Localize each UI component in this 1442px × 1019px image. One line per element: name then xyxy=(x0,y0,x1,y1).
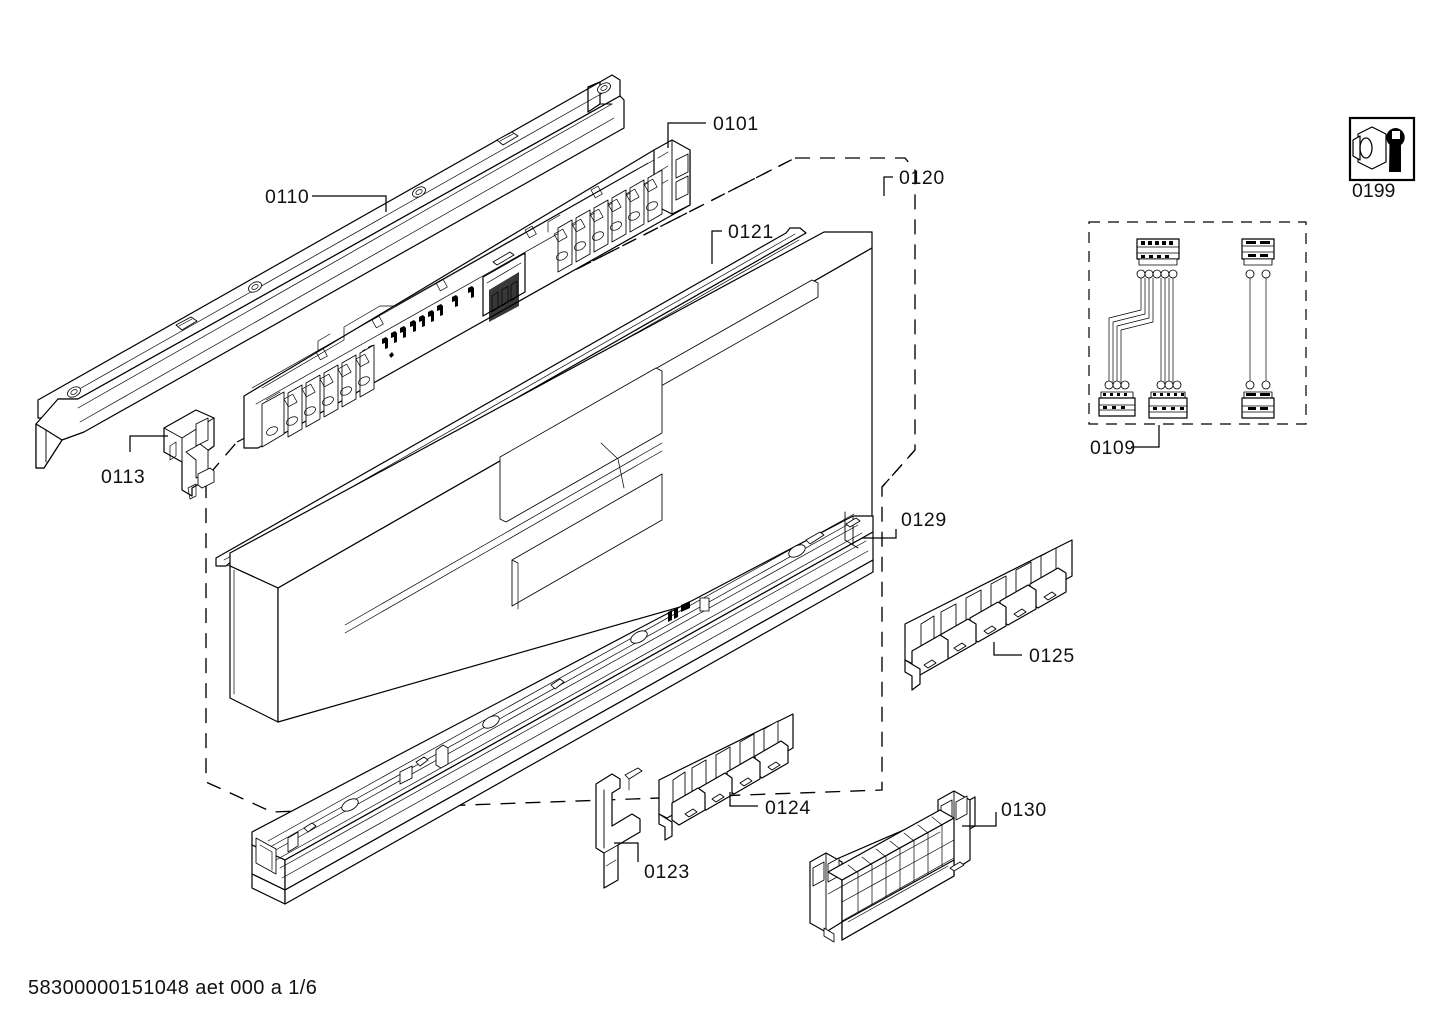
drawing-footer-text: 58300000151048 aet 000 a 1/6 xyxy=(28,977,318,999)
part-door-outer-panel xyxy=(229,231,873,723)
callout-label-0129: 0129 xyxy=(901,509,947,531)
keycap-group-left xyxy=(261,344,375,448)
service-icon-caption: 0199 xyxy=(1352,180,1396,202)
part-0110-fascia-strip xyxy=(35,74,625,469)
callout-label-0124: 0124 xyxy=(765,797,811,819)
callout-label-0101: 0101 xyxy=(713,113,759,135)
harness-right xyxy=(1241,238,1275,419)
callout-label-0109: 0109 xyxy=(1090,437,1136,459)
part-0129-base-rail xyxy=(251,511,874,905)
part-0123-support-clip xyxy=(595,767,643,889)
part-0130-cutlery-grid xyxy=(809,790,976,943)
callout-label-0121: 0121 xyxy=(728,221,774,243)
icon-0199-service-tool xyxy=(1348,116,1416,182)
seven-segment-display xyxy=(482,251,526,322)
callout-label-0120: 0120 xyxy=(899,167,945,189)
callout-label-0130: 0130 xyxy=(1001,799,1047,821)
callout-label-0113: 0113 xyxy=(101,466,146,488)
part-0124-tine-comb-small xyxy=(658,713,794,841)
detail-box-0109-harness xyxy=(1088,221,1307,425)
harness-left xyxy=(1098,238,1188,419)
part-0113-latch-bracket xyxy=(163,409,215,500)
callout-label-0125: 0125 xyxy=(1029,645,1075,667)
callout-label-0123: 0123 xyxy=(644,861,690,883)
keycap-group-right xyxy=(553,169,663,273)
leader-lines xyxy=(129,122,1160,862)
part-0125-tine-comb-large xyxy=(904,539,1073,691)
callout-label-0110: 0110 xyxy=(265,186,310,208)
group-0120-dashed-boundary xyxy=(205,157,916,813)
part-0101-control-pcb xyxy=(243,139,691,449)
